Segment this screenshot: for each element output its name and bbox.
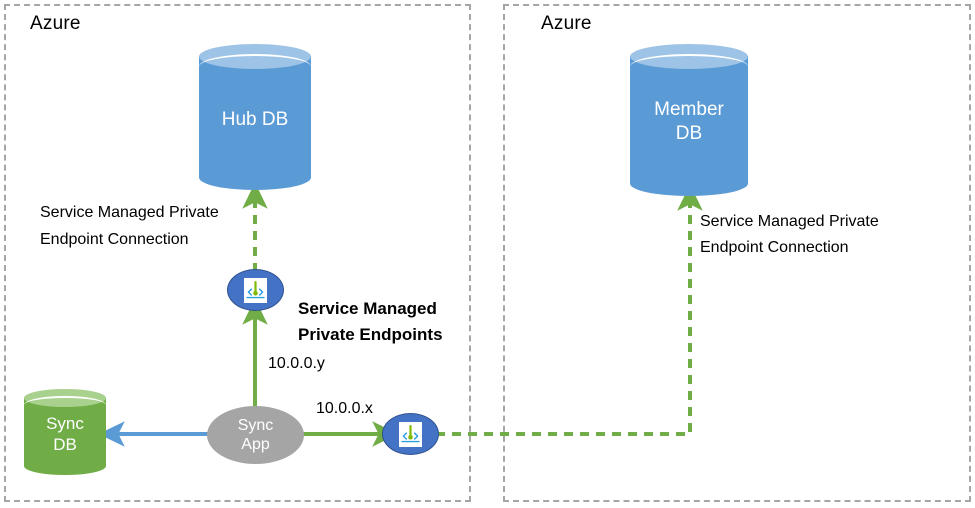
hub-db-cap-highlight (199, 54, 311, 79)
private-link-icon (244, 277, 267, 303)
sync-db-cap-highlight (24, 396, 106, 414)
hub-connection-label-line1: Service Managed Private (40, 204, 219, 221)
database-sync-db[interactable]: Sync DB (24, 389, 106, 475)
sync-app-label-line2: App (241, 436, 270, 453)
private-endpoints-group-label-line1: Service Managed (298, 299, 437, 318)
azure-panel-left-label: Azure (30, 13, 81, 34)
database-member-db[interactable]: Member DB (630, 44, 748, 196)
azure-panel-right (503, 4, 971, 502)
ip-address-label-x: 10.0.0.x (316, 400, 373, 417)
private-endpoint-hub[interactable] (227, 269, 284, 311)
ip-address-label-y: 10.0.0.y (268, 355, 325, 372)
sync-app-node[interactable]: Sync App (207, 406, 304, 464)
sync-app-label-line1: Sync (237, 416, 274, 434)
private-endpoint-member[interactable] (382, 413, 439, 455)
hub-connection-label-line2: Endpoint Connection (40, 231, 189, 248)
dashed-pe-member-to-memberdb (436, 184, 703, 436)
azure-panel-left (4, 4, 471, 502)
database-hub-db[interactable]: Hub DB (199, 44, 311, 190)
azure-panel-right-label: Azure (541, 13, 592, 34)
private-link-icon (399, 421, 422, 447)
member-connection-label-line2: Endpoint Connection (700, 239, 849, 256)
private-endpoints-group-label-line2: Private Endpoints (298, 325, 443, 344)
member-connection-label-line1: Service Managed Private (700, 213, 879, 230)
member-db-cap-highlight (630, 54, 748, 79)
